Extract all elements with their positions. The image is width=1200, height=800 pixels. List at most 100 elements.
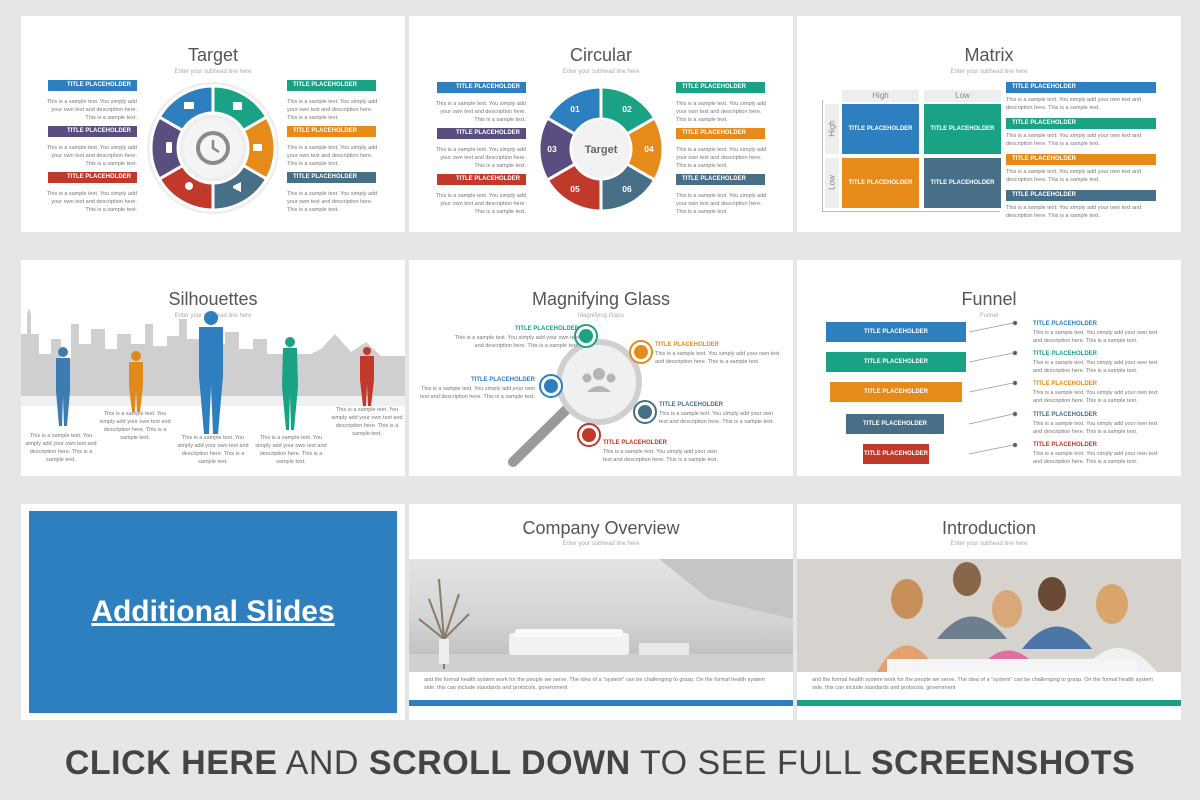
person-silhouette-icon <box>199 311 223 434</box>
additional-slides-link[interactable]: Additional Slides <box>91 595 335 628</box>
accent-bar <box>409 700 793 706</box>
funnel-level: TITLE PLACEHOLDER <box>863 444 929 464</box>
slide-subtitle: Enter your subhead line here <box>562 69 640 75</box>
segment-label: 01 <box>570 104 580 114</box>
slide-title: Silhouettes <box>168 289 258 309</box>
magnifier-icon <box>508 324 657 467</box>
scroll-banner[interactable]: CLICK HERE AND SCROLL DOWN TO SEE FULL S… <box>0 736 1200 790</box>
slide-magnifying-glass[interactable]: Magnifying Glass Magnifying Glass TITLE … <box>409 260 793 476</box>
sample-text: This is a sample text. You simply add yo… <box>676 193 767 215</box>
sample-text: This is a sample text. You simply add yo… <box>1033 451 1158 465</box>
title-bar: TITLE PLACEHOLDER <box>437 174 526 185</box>
segment-label: 02 <box>622 104 632 114</box>
sample-text: This is a sample text. You simply add yo… <box>287 191 378 213</box>
sample-text: This is a sample text. You simply add yo… <box>676 147 767 169</box>
slide-funnel[interactable]: Funnel Funnel TITLE PLACEHOLDER TITLE PL… <box>797 260 1181 476</box>
slide-matrix[interactable]: Matrix Enter your subhead line here High… <box>797 16 1181 232</box>
people-illustration <box>797 559 1181 672</box>
monitor-icon <box>184 102 194 109</box>
funnel-title: TITLE PLACEHOLDER <box>1033 412 1097 418</box>
slide-title: Funnel <box>961 289 1017 309</box>
title-bar: TITLE PLACEHOLDER <box>48 80 137 91</box>
title-bar: TITLE PLACEHOLDER <box>676 128 765 139</box>
caption-text: and the formal health system work for th… <box>424 677 766 691</box>
additional-panel[interactable]: Additional Slides <box>29 511 397 713</box>
funnel-level: TITLE PLACEHOLDER <box>846 414 944 434</box>
calendar-icon <box>233 102 242 110</box>
slide-subtitle: Enter your subhead line here <box>950 69 1028 75</box>
sample-text: This is a sample text. You simply add yo… <box>435 101 526 123</box>
matrix-cell: TITLE PLACEHOLDER <box>924 158 1001 208</box>
slide-subtitle: Funnel <box>979 313 999 319</box>
slide-silhouettes[interactable]: Silhouettes Enter your subhead line here… <box>21 260 405 476</box>
sample-text: This is a sample text. You simply add yo… <box>255 435 327 465</box>
person-silhouette-icon <box>129 351 143 412</box>
slide-subtitle: Enter your subhead line here <box>174 69 252 75</box>
sample-text: This is a sample text. You simply add yo… <box>287 145 378 167</box>
sample-text: This is a sample text. You simply add yo… <box>1006 205 1142 219</box>
sample-text: This is a sample text. You simply add yo… <box>287 99 378 121</box>
banner-click-here[interactable]: CLICK HERE <box>64 744 278 782</box>
slide-subtitle: Enter your subhead line here <box>562 541 640 547</box>
callout-title: TITLE PLACEHOLDER <box>471 377 535 383</box>
title-bar: TITLE PLACEHOLDER <box>676 82 765 93</box>
sample-text: This is a sample text. You simply add yo… <box>1033 390 1158 404</box>
banner-scroll-down: SCROLL DOWN <box>368 744 631 782</box>
segment-label: 04 <box>644 144 654 154</box>
axis-header <box>825 158 839 208</box>
slide-subtitle: Magnifying Glass <box>577 313 625 319</box>
caption-text: and the formal health system work for th… <box>812 677 1154 691</box>
callout-title: TITLE PLACEHOLDER <box>659 402 723 408</box>
axis-line <box>822 100 823 212</box>
matrix-cell: TITLE PLACEHOLDER <box>924 104 1001 154</box>
axis-header <box>825 104 839 154</box>
sample-text: This is a sample text. You simply add yo… <box>659 411 774 425</box>
circular-ring: Target 01 02 03 04 05 06 <box>537 85 665 213</box>
title-bar: TITLE PLACEHOLDER <box>287 126 376 137</box>
person-silhouette-icon <box>56 347 70 426</box>
callout-title: TITLE PLACEHOLDER <box>655 342 719 348</box>
sample-text: This is a sample text. You simply add yo… <box>676 101 767 123</box>
title-bar: TITLE PLACEHOLDER <box>437 82 526 93</box>
center-label: Target <box>585 144 618 156</box>
sample-text: This is a sample text. You simply add yo… <box>1006 169 1142 183</box>
title-bar: TITLE PLACEHOLDER <box>48 172 137 183</box>
funnel-level: TITLE PLACEHOLDER <box>830 382 962 402</box>
sample-text: This is a sample text. You simply add yo… <box>454 335 579 349</box>
funnel-level: TITLE PLACEHOLDER <box>826 352 966 372</box>
sample-text: This is a sample text. You simply add yo… <box>331 407 403 437</box>
title-bar: TITLE PLACEHOLDER <box>1006 154 1156 165</box>
segment-label: 03 <box>547 144 557 154</box>
slide-title: Target <box>187 45 239 65</box>
sample-text: This is a sample text. You simply add yo… <box>177 435 249 465</box>
funnel-title: TITLE PLACEHOLDER <box>1033 351 1097 357</box>
accent-bar <box>797 700 1181 706</box>
banner-screenshots: SCREENSHOTS <box>870 744 1136 782</box>
room-photo <box>409 559 793 672</box>
title-bar: TITLE PLACEHOLDER <box>287 172 376 183</box>
phone-icon <box>166 142 172 153</box>
megaphone-icon <box>233 182 241 192</box>
slide-target[interactable]: Target Enter your subhead line here TITL… <box>21 16 405 232</box>
slide-title: Company Overview <box>522 518 680 538</box>
axis-header: Low <box>924 90 1001 102</box>
team-photo <box>797 559 1181 672</box>
slide-additional[interactable]: Additional Slides <box>21 504 405 720</box>
slide-circular[interactable]: Circular Enter your subhead line here TI… <box>409 16 793 232</box>
slide-subtitle: Enter your subhead line here <box>950 541 1028 547</box>
callout-title: TITLE PLACEHOLDER <box>515 326 579 332</box>
slide-introduction[interactable]: Introduction Enter your subhead line her… <box>797 504 1181 720</box>
sample-text: This is a sample text. You simply add yo… <box>435 193 526 215</box>
sample-text: This is a sample text. You simply add yo… <box>99 411 171 441</box>
chart-icon <box>253 144 262 151</box>
room-illustration <box>409 559 793 672</box>
axis-line <box>822 211 1000 212</box>
axis-label: High <box>827 120 837 137</box>
sample-text: This is a sample text. You simply add yo… <box>1006 97 1142 111</box>
slide-company-overview[interactable]: Company Overview Enter your subhead line… <box>409 504 793 720</box>
clock-icon <box>196 131 230 165</box>
people-icon <box>185 182 193 190</box>
axis-header: High <box>842 90 919 102</box>
sample-text: This is a sample text. You simply add yo… <box>1033 360 1158 374</box>
funnel-level: TITLE PLACEHOLDER <box>826 322 966 342</box>
